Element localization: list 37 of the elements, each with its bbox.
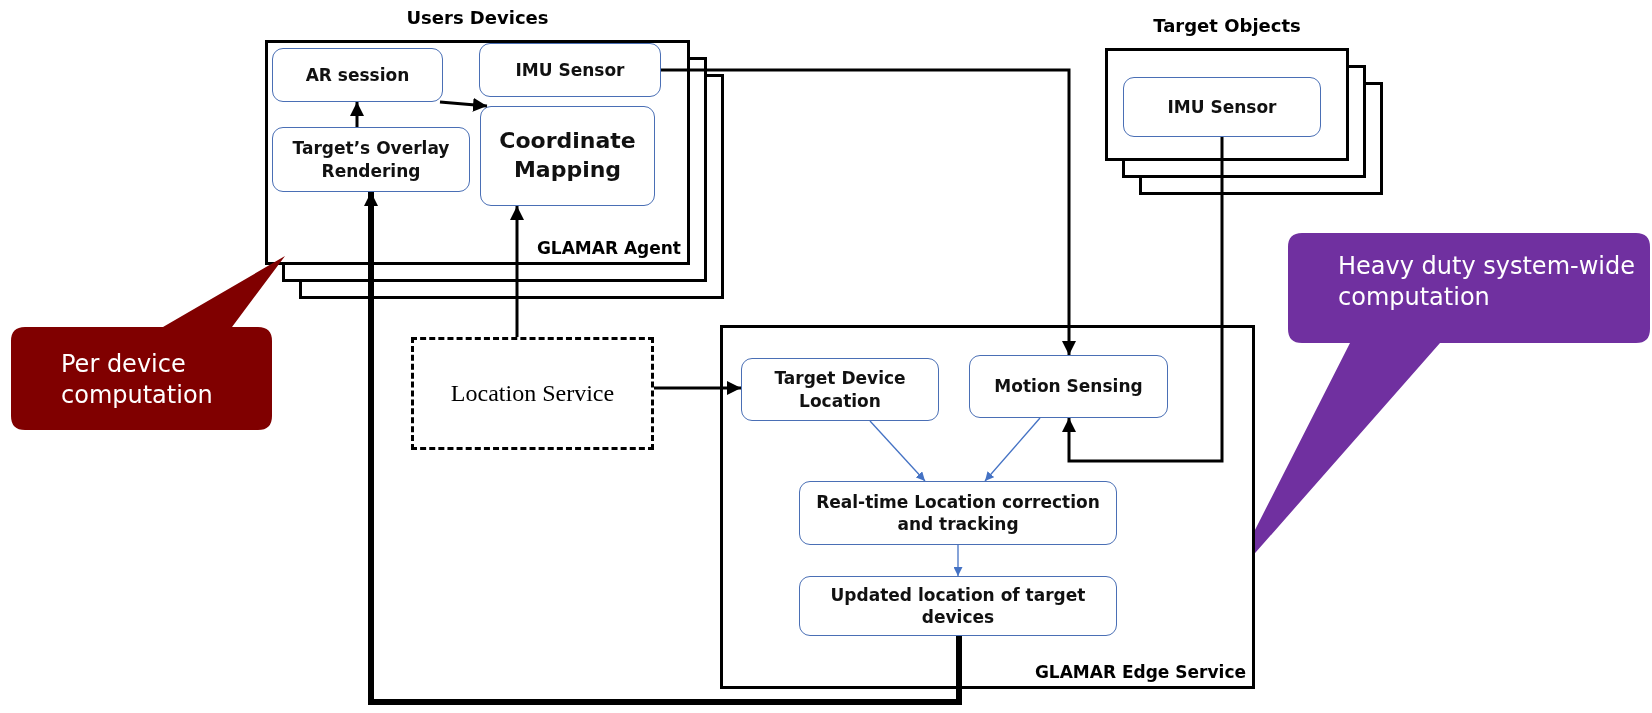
process-label: Real-time Location correction and tracking [815, 490, 1101, 536]
arrow [510, 206, 524, 337]
arrow [953, 544, 963, 577]
arrow [1062, 137, 1224, 463]
process-box [969, 355, 1168, 418]
arrow [439, 97, 488, 112]
arrow [654, 381, 741, 395]
process-label: IMU Sensor [1167, 95, 1277, 119]
process-box [479, 43, 661, 97]
service-box [411, 337, 654, 450]
arrow [984, 417, 1041, 482]
process-box [799, 481, 1117, 545]
container-box [720, 325, 1255, 689]
process-box [741, 358, 939, 421]
process-box [272, 127, 470, 192]
process-label: Target Device Location [773, 367, 907, 412]
arrow [869, 420, 926, 482]
group-label: GLAMAR Agent [536, 238, 681, 258]
process-label: Target’s Overlay Rendering [291, 137, 451, 182]
process-label: Updated location of target devices [829, 583, 1087, 629]
process-label: AR session [305, 63, 410, 87]
service-label: Location Service [450, 380, 615, 407]
process-box [272, 48, 443, 102]
arrow [364, 192, 962, 705]
arrow [350, 102, 364, 127]
arrow [661, 68, 1076, 355]
group-title: Target Objects [1152, 15, 1302, 36]
process-label: IMU Sensor [515, 58, 625, 82]
process-label: Motion Sensing [994, 375, 1143, 398]
group-title: Users Devices [405, 7, 550, 28]
process-box [1123, 77, 1321, 137]
callout-text: Per device computation [60, 349, 214, 412]
callout-text: Heavy duty system-wide computation [1337, 251, 1636, 314]
group-label: GLAMAR Edge Service [1034, 662, 1246, 682]
process-label: Coordinate Mapping [498, 127, 637, 184]
process-box [799, 576, 1117, 636]
process-box [480, 106, 655, 206]
